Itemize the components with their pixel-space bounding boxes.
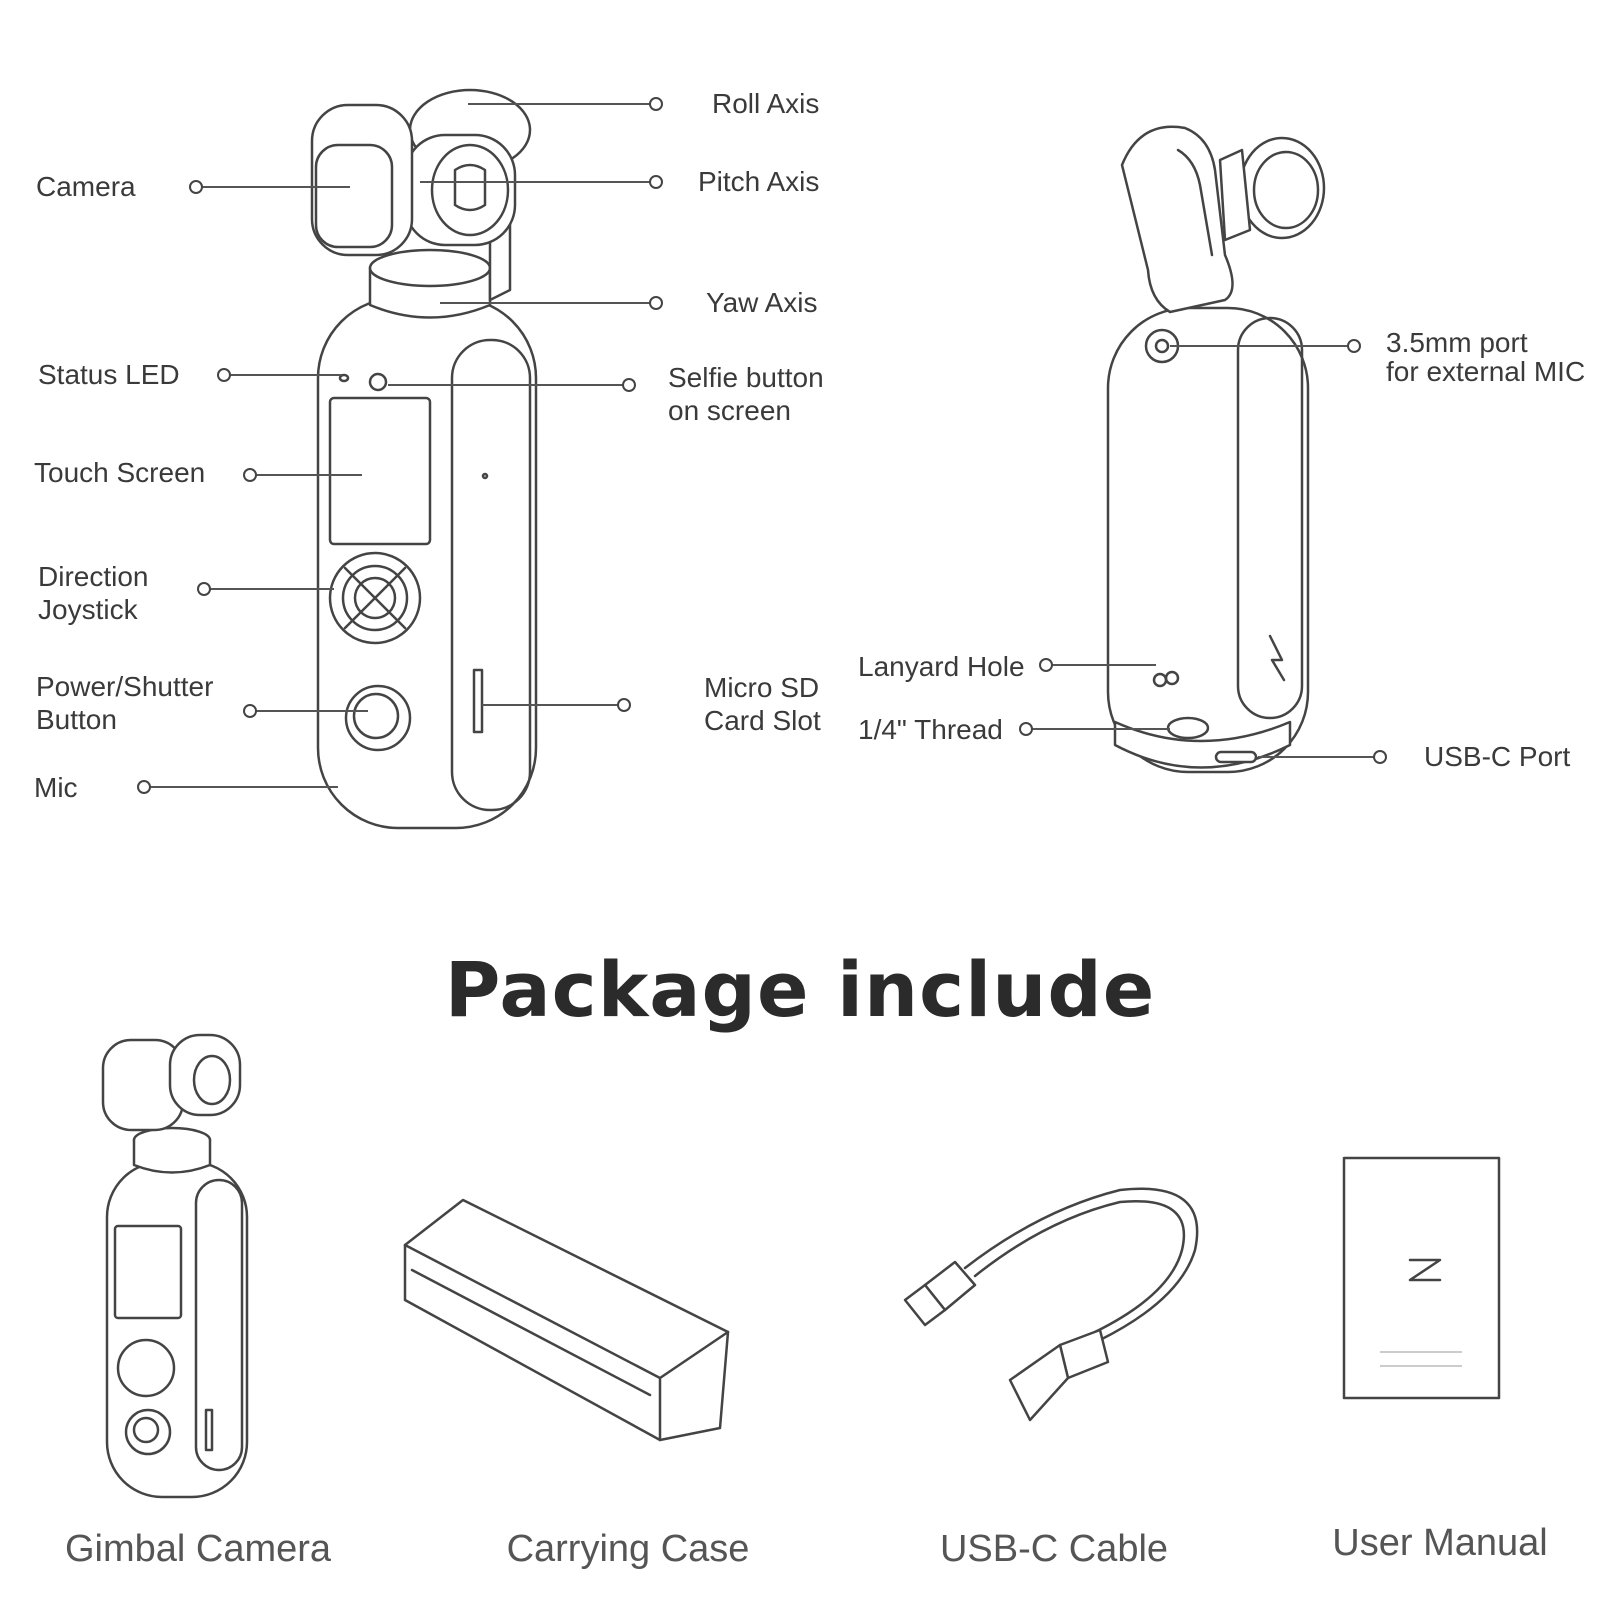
user-manual-drawing bbox=[1342, 1156, 1501, 1400]
micro-sd-label-line2: Card Slot bbox=[704, 705, 821, 736]
micro-sd-label-line1: Micro SD bbox=[704, 672, 820, 703]
carrying-case-drawing bbox=[403, 1198, 730, 1442]
package-item-carrying-case: Carrying Case bbox=[506, 1528, 750, 1570]
package-item-user-manual: User Manual bbox=[1332, 1522, 1548, 1564]
mic-label: Mic bbox=[34, 772, 78, 803]
front-leader-lines bbox=[137, 97, 663, 794]
usb-c-cable-drawing bbox=[903, 1187, 1199, 1422]
camera-label: Camera bbox=[36, 171, 136, 202]
status-led-label: Status LED bbox=[38, 359, 180, 390]
back-leader-lines bbox=[1019, 339, 1387, 764]
selfie-button-label-line2: on screen bbox=[668, 395, 791, 426]
direction-joystick-label-line2: Joystick bbox=[38, 594, 138, 625]
package-item-gimbal-camera: Gimbal Camera bbox=[64, 1528, 332, 1570]
package-item-usb-c-cable: USB-C Cable bbox=[939, 1528, 1169, 1570]
usb-c-port-label: USB-C Port bbox=[1424, 741, 1571, 772]
thread-label: 1/4" Thread bbox=[858, 714, 1003, 745]
lanyard-hole-label: Lanyard Hole bbox=[858, 651, 1025, 682]
roll-axis-label: Roll Axis bbox=[712, 88, 820, 119]
mic-port-label-line1: 3.5mm port bbox=[1386, 327, 1528, 358]
package-gimbal-drawing bbox=[101, 1033, 249, 1499]
pitch-axis-label: Pitch Axis bbox=[698, 166, 820, 197]
front-gimbal-drawing bbox=[310, 88, 538, 830]
direction-joystick-label-line1: Direction bbox=[38, 561, 149, 592]
back-gimbal-drawing bbox=[1106, 125, 1326, 774]
package-title: Package include bbox=[444, 945, 1156, 1034]
yaw-axis-label: Yaw Axis bbox=[706, 287, 818, 318]
mic-port-label-line2: for external MIC bbox=[1386, 356, 1586, 387]
power-shutter-label-line2: Button bbox=[36, 704, 117, 735]
power-shutter-label-line1: Power/Shutter bbox=[36, 671, 214, 702]
touch-screen-label: Touch Screen bbox=[34, 457, 206, 488]
selfie-button-label-line1: Selfie button bbox=[668, 362, 824, 393]
